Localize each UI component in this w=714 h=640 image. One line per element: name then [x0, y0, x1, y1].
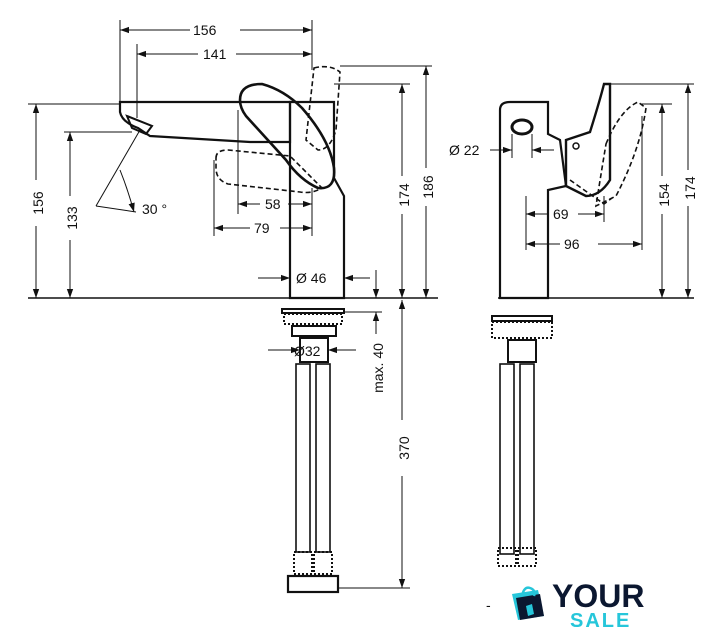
dim-diameter-22: Ø 22: [449, 142, 480, 158]
dim-370: 370: [396, 436, 412, 460]
dim-58: 58: [265, 196, 281, 212]
dim-79: 79: [254, 220, 270, 236]
logo-text-sale: SALE: [570, 610, 632, 632]
side-view: [491, 82, 694, 567]
dim-154: 154: [656, 183, 672, 207]
dim-141: 141: [203, 46, 227, 62]
yoursale-logo: YOUR SALE: [508, 580, 658, 635]
dim-133: 133: [64, 206, 80, 230]
dim-diameter-32: Ø32: [294, 343, 321, 359]
front-lever-down-dashed: [215, 149, 324, 194]
dimension-labels: 156 141 156 133 30 ° 58 79 Ø 46 174 186 …: [30, 22, 698, 613]
logo-text-your: YOUR: [552, 578, 645, 614]
side-lever-dashed: [594, 101, 647, 208]
side-aerator: [510, 118, 534, 136]
dim-max-40: max. 40: [370, 343, 386, 393]
side-lever: [564, 82, 612, 198]
dim-69: 69: [553, 206, 569, 222]
front-lever-up-dashed: [305, 65, 341, 151]
stray-dash: -: [486, 597, 491, 613]
front-lever: [238, 82, 336, 190]
dim-186: 186: [420, 175, 436, 199]
side-body: [498, 100, 568, 300]
front-view: [28, 65, 438, 594]
dim-diameter-46: Ø 46: [296, 270, 327, 286]
dim-174-side: 174: [682, 176, 698, 200]
front-body: [288, 100, 346, 300]
dim-96: 96: [564, 236, 580, 252]
dim-156-top: 156: [193, 22, 217, 38]
dim-174-front: 174: [396, 183, 412, 207]
dim-30-degrees: 30 °: [142, 201, 167, 217]
side-dimension-lines: [490, 83, 694, 298]
front-aerator: [125, 114, 154, 136]
dim-156-left: 156: [30, 191, 46, 215]
front-dimension-lines: [28, 20, 432, 589]
shopping-bag-icon: [512, 586, 544, 620]
